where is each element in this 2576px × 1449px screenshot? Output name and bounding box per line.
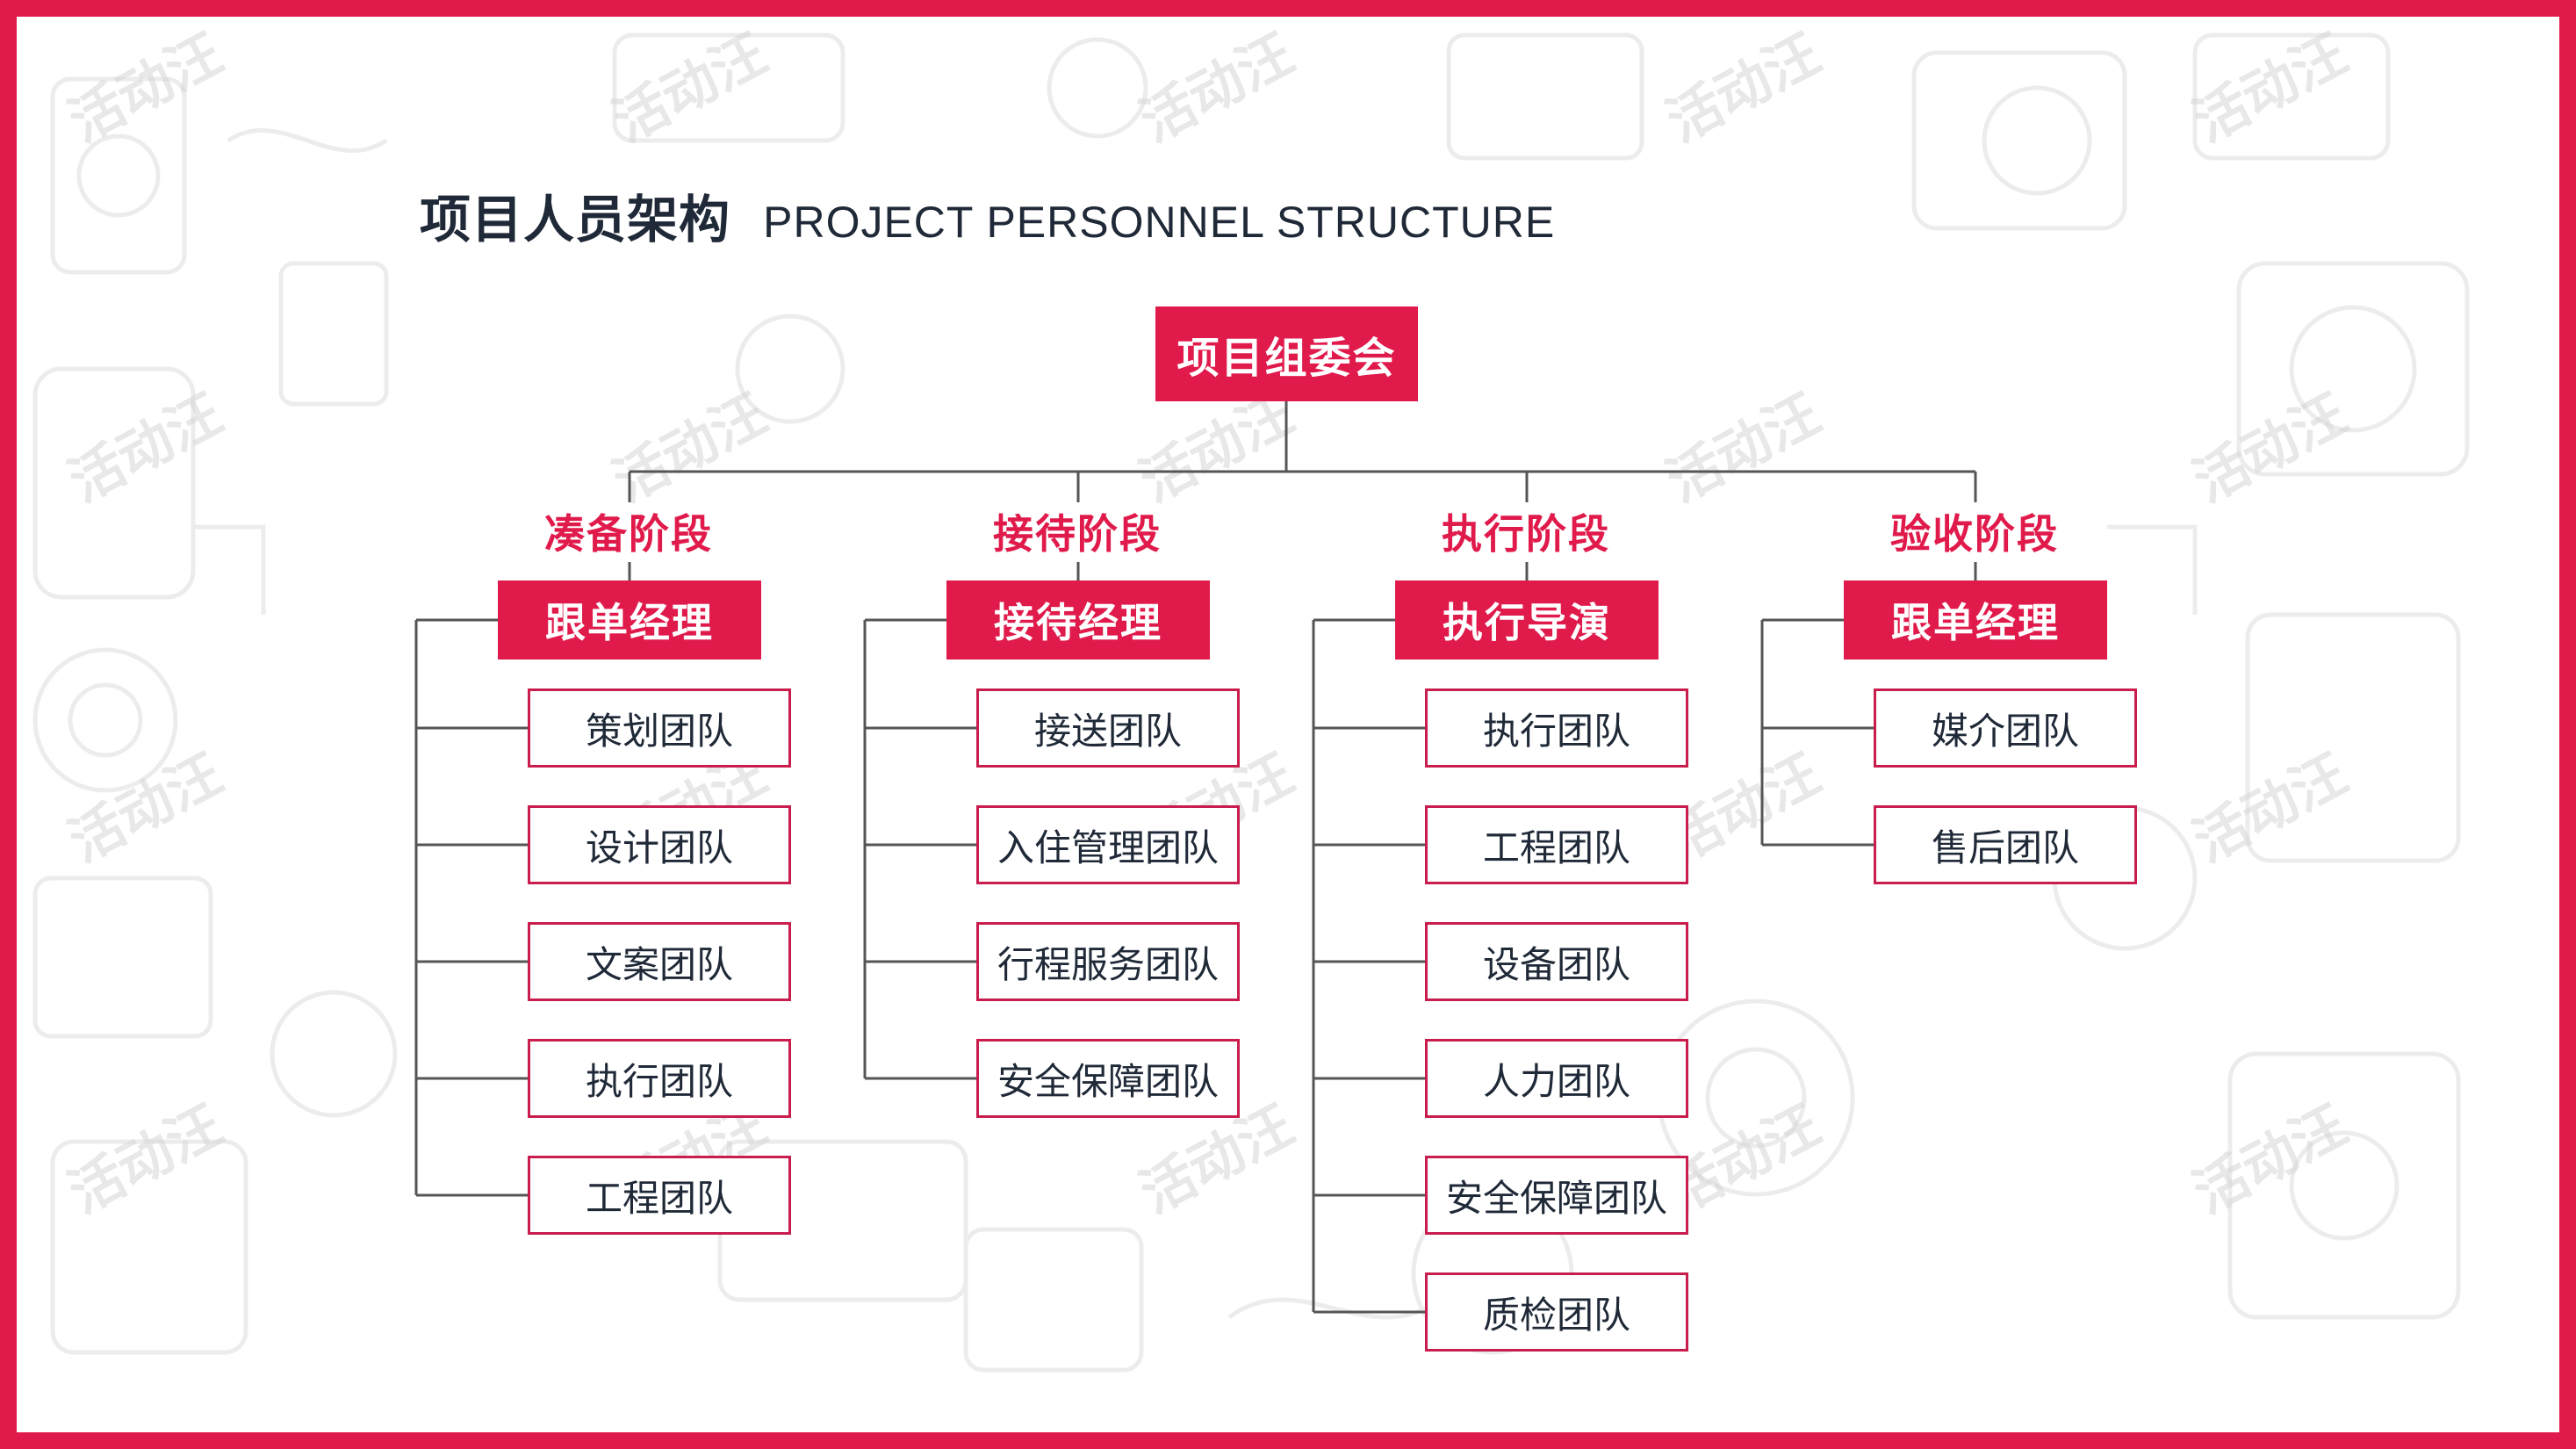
stage-label-reception: 接待阶段 bbox=[993, 510, 1162, 558]
page-title: 项目人员架构 PROJECT PERSONNEL STRUCTURE bbox=[420, 178, 1555, 252]
team-box: 文案团队 bbox=[528, 922, 791, 1001]
team-box: 安全保障团队 bbox=[976, 1039, 1240, 1118]
manager-box-execution: 执行导演 bbox=[1395, 580, 1659, 660]
stage-label-acceptance: 验收阶段 bbox=[1890, 510, 2059, 558]
manager-box-acceptance: 跟单经理 bbox=[1844, 580, 2107, 660]
team-box: 执行团队 bbox=[528, 1039, 791, 1118]
team-box: 工程团队 bbox=[1425, 805, 1688, 884]
root-committee-box: 项目组委会 bbox=[1155, 306, 1418, 401]
title-chinese: 项目人员架构 bbox=[420, 190, 731, 249]
team-box: 行程服务团队 bbox=[976, 922, 1240, 1001]
team-box: 执行团队 bbox=[1425, 688, 1688, 768]
team-box: 设备团队 bbox=[1425, 922, 1688, 1001]
stage-label-execution: 执行阶段 bbox=[1442, 510, 1610, 558]
team-box: 设计团队 bbox=[528, 805, 791, 884]
team-box: 人力团队 bbox=[1425, 1039, 1688, 1118]
manager-box-preparation: 跟单经理 bbox=[498, 580, 761, 660]
team-box: 安全保障团队 bbox=[1425, 1156, 1688, 1235]
team-box: 接送团队 bbox=[976, 688, 1240, 768]
team-box: 售后团队 bbox=[1874, 805, 2137, 884]
team-box: 入住管理团队 bbox=[976, 805, 1240, 884]
team-box: 工程团队 bbox=[528, 1156, 791, 1235]
title-english: PROJECT PERSONNEL STRUCTURE bbox=[763, 198, 1556, 247]
team-box: 策划团队 bbox=[528, 688, 791, 768]
manager-box-reception: 接待经理 bbox=[946, 580, 1210, 660]
team-box: 媒介团队 bbox=[1874, 688, 2137, 768]
team-box: 质检团队 bbox=[1425, 1272, 1688, 1352]
stage-label-preparation: 凑备阶段 bbox=[544, 510, 713, 558]
